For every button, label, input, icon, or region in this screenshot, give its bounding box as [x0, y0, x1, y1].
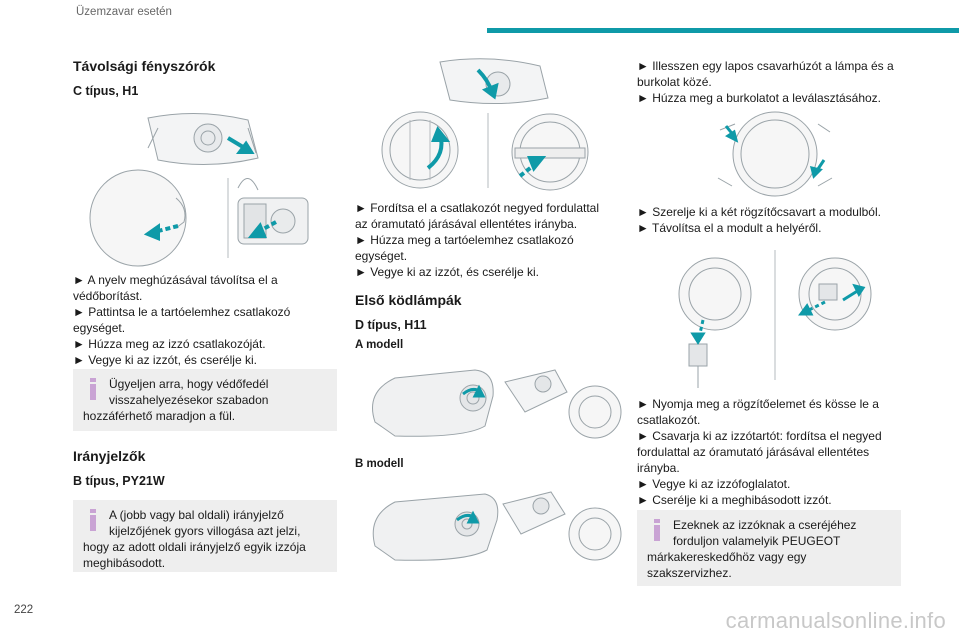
headlamp-illustration: [89, 112, 309, 267]
page-number: 222: [14, 604, 34, 616]
watermark: carmanualsonline.info: [725, 608, 946, 633]
info-icon: [90, 509, 96, 531]
info-note-cover: Ügyeljen arra, hogy védőfedél visszahely…: [73, 369, 337, 431]
section-title-high-beam: Távolsági fényszórók: [73, 58, 216, 74]
running-header: Üzemzavar esetén: [76, 6, 172, 18]
connector-steps: ► Fordítsa el a csatlakozót negyed fordu…: [355, 201, 600, 279]
foglamp-illustration: [372, 369, 622, 439]
info-icon: [90, 378, 96, 400]
info-note-indicator: A (jobb vagy bal oldali) irányjelző kije…: [73, 500, 337, 572]
foglamp-illustration: [372, 491, 622, 561]
housing-steps: ► Illesszen egy lapos csavarhúzót a lámp…: [637, 59, 894, 105]
housing-illustration: [717, 111, 833, 197]
section-title-indicators: Irányjelzők: [73, 448, 146, 464]
info-icon: [654, 519, 660, 541]
header-accent-bar: [487, 28, 959, 33]
bulb-replacement-steps: ► Nyomja meg a rögzítőelemet és kösse le…: [637, 397, 882, 507]
info-note-dealer: Ezeknek az izzóknak a cseréjéhez fordulj…: [637, 510, 901, 586]
model-b-label: B modell: [355, 458, 404, 470]
subtitle-type-c: C típus, H1: [73, 84, 139, 98]
subtitle-type-b: B típus, PY21W: [73, 474, 165, 488]
module-illustration: [678, 250, 872, 388]
module-steps: ► Szerelje ki a két rögzítőcsavart a mod…: [637, 205, 881, 235]
connector-rotation-illustration: [381, 58, 589, 191]
high-beam-steps: ► A nyelv meghúzásával távolítsa el a vé…: [73, 273, 291, 367]
model-a-label: A modell: [355, 339, 404, 351]
subtitle-type-d: D típus, H11: [355, 318, 427, 332]
section-title-fog-lamps: Első ködlámpák: [355, 292, 462, 308]
